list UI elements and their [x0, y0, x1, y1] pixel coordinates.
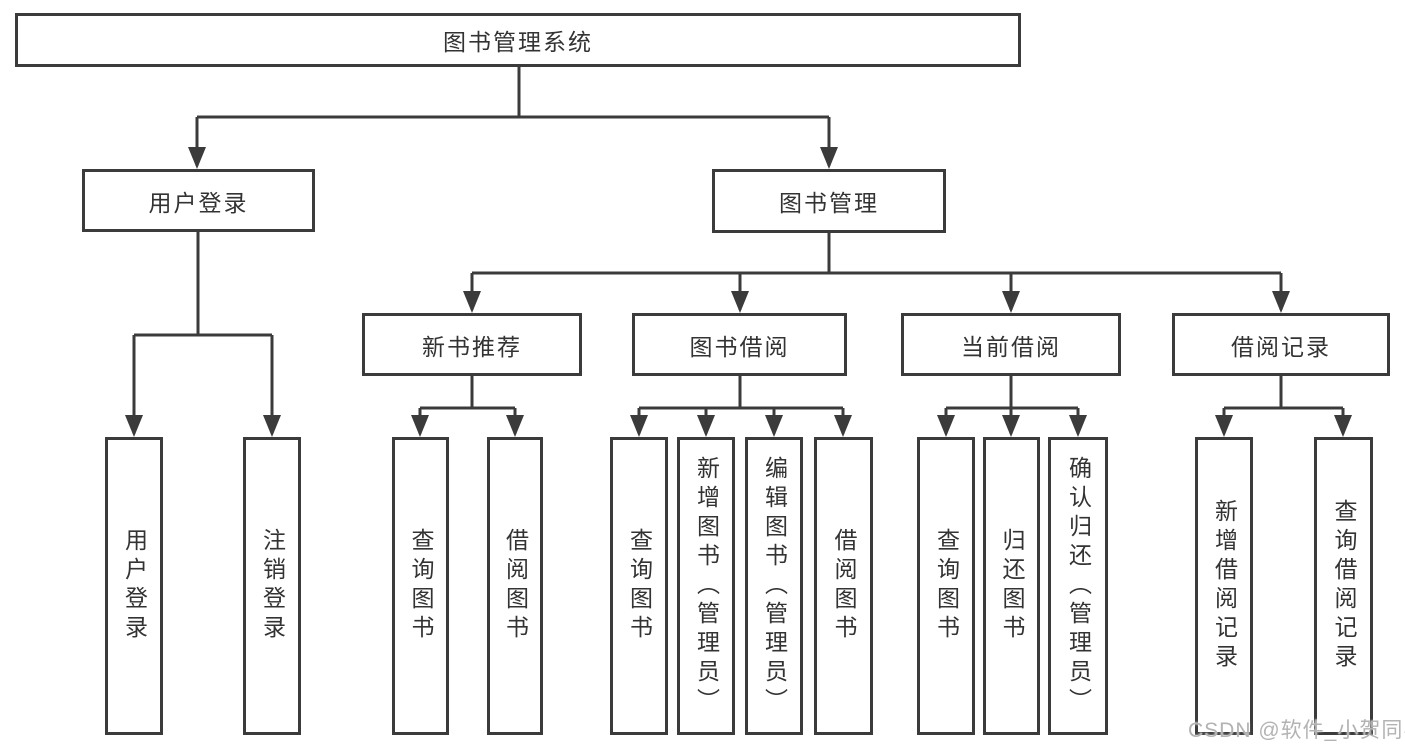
- node-label: 图书管理系统: [443, 29, 593, 55]
- leaf-add-book-admin: 新增图书（管理员）: [677, 437, 735, 735]
- leaf-label: 查询图书: [626, 528, 653, 644]
- connector-lines: [132, 67, 1345, 434]
- node-new-book-recommend: 新书推荐: [362, 313, 582, 376]
- leaf-label: 归还图书: [999, 528, 1025, 644]
- leaf-borrow-books-recommend: 借阅图书: [487, 437, 543, 735]
- node-borrowing-records: 借阅记录: [1172, 313, 1390, 376]
- leaf-edit-book-admin: 编辑图书（管理员）: [745, 437, 803, 735]
- leaf-label: 查询图书: [933, 528, 960, 644]
- leaf-label: 查询借阅记录: [1331, 499, 1357, 673]
- leaf-query-books-borrowing: 查询图书: [610, 437, 668, 735]
- node-user-login: 用户登录: [82, 169, 315, 232]
- node-label: 新书推荐: [422, 333, 522, 360]
- leaf-label: 编辑图书（管理员）: [761, 455, 788, 717]
- leaf-logout: 注销登录: [243, 437, 301, 735]
- arrowhead-icons: [125, 147, 1352, 437]
- leaf-query-books-recommend: 查询图书: [392, 437, 449, 735]
- node-library-management-system: 图书管理系统: [15, 13, 1021, 67]
- leaf-query-borrow-record: 查询借阅记录: [1314, 437, 1373, 735]
- leaf-label: 新增图书（管理员）: [693, 455, 720, 717]
- leaf-borrow-books-borrowing: 借阅图书: [814, 437, 873, 735]
- node-label: 借阅记录: [1231, 333, 1331, 360]
- node-label: 当前借阅: [961, 333, 1061, 360]
- leaf-label: 确认归还（管理员）: [1065, 455, 1092, 717]
- leaf-label: 借阅图书: [831, 528, 857, 644]
- leaf-label: 用户登录: [121, 528, 148, 644]
- leaf-user-login: 用户登录: [105, 437, 163, 735]
- node-label: 图书借阅: [689, 333, 790, 360]
- leaf-label: 查询图书: [408, 528, 434, 644]
- csdn-watermark: CSDN @软件_小贺同学: [1188, 719, 1405, 742]
- leaf-query-books-current: 查询图书: [917, 437, 975, 735]
- node-book-borrowing: 图书借阅: [632, 313, 847, 376]
- node-current-borrowing: 当前借阅: [901, 313, 1121, 376]
- leaf-return-book: 归还图书: [983, 437, 1040, 735]
- leaf-confirm-return-admin: 确认归还（管理员）: [1048, 437, 1108, 735]
- leaf-label: 注销登录: [259, 528, 286, 644]
- leaf-add-borrow-record: 新增借阅记录: [1195, 437, 1253, 735]
- node-label: 用户登录: [148, 189, 249, 216]
- leaf-label: 借阅图书: [502, 528, 529, 644]
- leaf-label: 新增借阅记录: [1211, 499, 1238, 673]
- node-label: 图书管理: [779, 190, 879, 216]
- node-book-management: 图书管理: [712, 169, 946, 233]
